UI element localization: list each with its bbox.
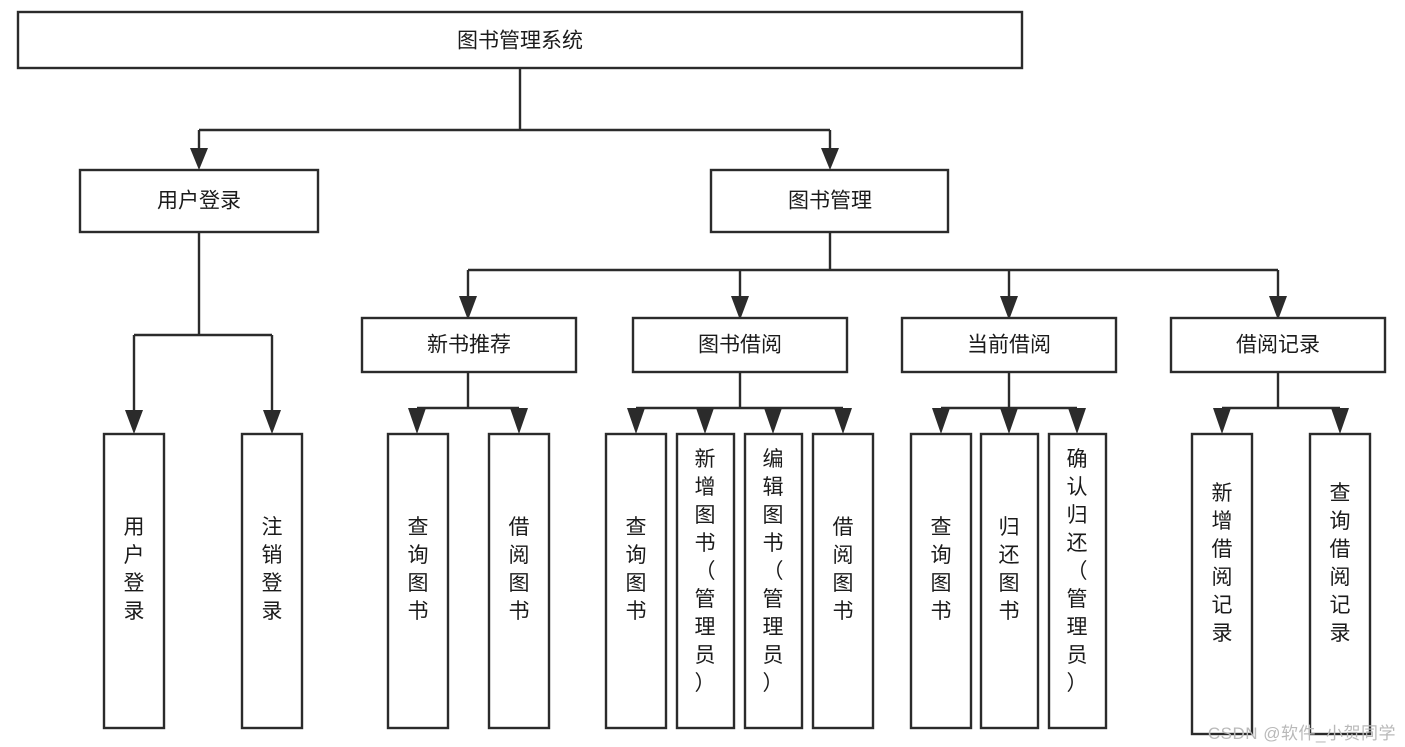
arrow-head-leaf-edit-book — [764, 408, 782, 434]
node-book-manage-box[interactable] — [709, 168, 950, 234]
node-leaf-query-book-1-label: 查询图书 — [408, 516, 429, 623]
node-new-book-rec-box[interactable] — [360, 316, 578, 374]
arrow-head-leaf-query-book-1 — [408, 408, 426, 434]
node-leaf-confirm-return[interactable]: 确认归还（管理员） — [1047, 432, 1108, 730]
node-new-book-rec[interactable]: 新书推荐 — [360, 316, 578, 374]
node-book-borrow-label: 图书借阅 — [698, 334, 782, 357]
node-leaf-query-book-2-box[interactable] — [604, 432, 668, 730]
node-leaf-query-book-1-box[interactable] — [386, 432, 450, 730]
node-leaf-edit-book-box[interactable] — [743, 432, 804, 730]
node-leaf-return-book[interactable]: 归还图书 — [979, 432, 1040, 730]
node-leaf-add-record-label: 新增借阅记录 — [1212, 482, 1233, 645]
node-leaf-borrow-book-2-box[interactable] — [811, 432, 875, 730]
node-current-borrow-label: 当前借阅 — [967, 334, 1051, 357]
node-leaf-confirm-return-box[interactable] — [1047, 432, 1108, 730]
arrow-head-leaf-logout — [263, 410, 281, 434]
node-user-login[interactable]: 用户登录 — [78, 168, 320, 234]
connector-layer — [125, 68, 1349, 434]
node-leaf-query-book-2[interactable]: 查询图书 — [604, 432, 668, 730]
node-borrow-record-label: 借阅记录 — [1236, 334, 1320, 357]
arrow-head-current-borrow — [1000, 296, 1018, 320]
node-borrow-record[interactable]: 借阅记录 — [1169, 316, 1387, 374]
node-leaf-query-book-3-box[interactable] — [909, 432, 973, 730]
arrow-head-leaf-query-book-3 — [932, 408, 950, 434]
node-leaf-add-book-label: 新增图书（管理员） — [695, 448, 716, 695]
node-leaf-query-record-label: 查询借阅记录 — [1330, 482, 1351, 645]
arrow-head-leaf-user-login — [125, 410, 143, 434]
node-user-login-box[interactable] — [78, 168, 320, 234]
node-leaf-user-login-box[interactable] — [102, 432, 166, 730]
node-leaf-query-record-box[interactable] — [1308, 432, 1372, 736]
node-leaf-logout-label: 注销登录 — [262, 516, 283, 623]
node-leaf-borrow-book-1-box[interactable] — [487, 432, 551, 730]
node-book-manage[interactable]: 图书管理 — [709, 168, 950, 234]
node-leaf-user-login-label: 用户登录 — [124, 516, 145, 623]
arrow-head-leaf-add-record — [1213, 408, 1231, 434]
node-leaf-add-book-box[interactable] — [675, 432, 736, 730]
node-leaf-query-book-2-label: 查询图书 — [626, 516, 647, 623]
node-root[interactable]: 图书管理系统 — [16, 10, 1024, 70]
csdn-watermark: CSDN @软件_小贺同学 — [1207, 724, 1396, 743]
node-root-box[interactable] — [16, 10, 1024, 70]
node-current-borrow-box[interactable] — [900, 316, 1118, 374]
arrow-head-leaf-query-book-2 — [627, 408, 645, 434]
node-book-manage-label: 图书管理 — [788, 190, 872, 213]
arrow-head-leaf-query-record — [1331, 408, 1349, 434]
node-leaf-edit-book-label: 编辑图书（管理员） — [763, 448, 784, 695]
node-leaf-logout[interactable]: 注销登录 — [240, 432, 304, 730]
node-leaf-borrow-book-2[interactable]: 借阅图书 — [811, 432, 875, 730]
node-leaf-return-book-box[interactable] — [979, 432, 1040, 730]
node-borrow-record-box[interactable] — [1169, 316, 1387, 374]
node-new-book-rec-label: 新书推荐 — [427, 334, 511, 357]
node-leaf-add-book[interactable]: 新增图书（管理员） — [675, 432, 736, 730]
node-leaf-add-record[interactable]: 新增借阅记录 — [1190, 432, 1254, 736]
node-leaf-user-login[interactable]: 用户登录 — [102, 432, 166, 730]
arrow-head-new-book-rec — [459, 296, 477, 320]
node-user-login-label: 用户登录 — [157, 190, 241, 213]
node-root-label: 图书管理系统 — [457, 30, 583, 53]
arrow-head-book-manage — [821, 148, 839, 170]
node-current-borrow[interactable]: 当前借阅 — [900, 316, 1118, 374]
node-leaf-query-record[interactable]: 查询借阅记录 — [1308, 432, 1372, 736]
node-book-borrow-box[interactable] — [631, 316, 849, 374]
arrow-head-leaf-borrow-book-1 — [510, 408, 528, 434]
arrow-head-leaf-confirm-return — [1068, 408, 1086, 434]
node-leaf-borrow-book-1[interactable]: 借阅图书 — [487, 432, 551, 730]
node-leaf-borrow-book-1-label: 借阅图书 — [509, 516, 530, 623]
node-leaf-logout-box[interactable] — [240, 432, 304, 730]
arrow-head-leaf-return-book — [1000, 408, 1018, 434]
node-book-borrow[interactable]: 图书借阅 — [631, 316, 849, 374]
node-leaf-return-book-label: 归还图书 — [999, 516, 1020, 623]
arrow-head-borrow-record — [1269, 296, 1287, 320]
arrow-head-user-login — [190, 148, 208, 170]
node-leaf-confirm-return-label: 确认归还（管理员） — [1067, 448, 1088, 695]
node-leaf-query-book-3-label: 查询图书 — [931, 516, 952, 623]
node-leaf-borrow-book-2-label: 借阅图书 — [833, 516, 854, 623]
arrow-head-book-borrow — [731, 296, 749, 320]
node-leaf-query-book-3[interactable]: 查询图书 — [909, 432, 973, 730]
arrow-head-leaf-borrow-book-2 — [834, 408, 852, 434]
node-leaf-query-book-1[interactable]: 查询图书 — [386, 432, 450, 730]
node-leaf-add-record-box[interactable] — [1190, 432, 1254, 736]
node-leaf-edit-book[interactable]: 编辑图书（管理员） — [743, 432, 804, 730]
arrow-head-leaf-add-book — [696, 408, 714, 434]
